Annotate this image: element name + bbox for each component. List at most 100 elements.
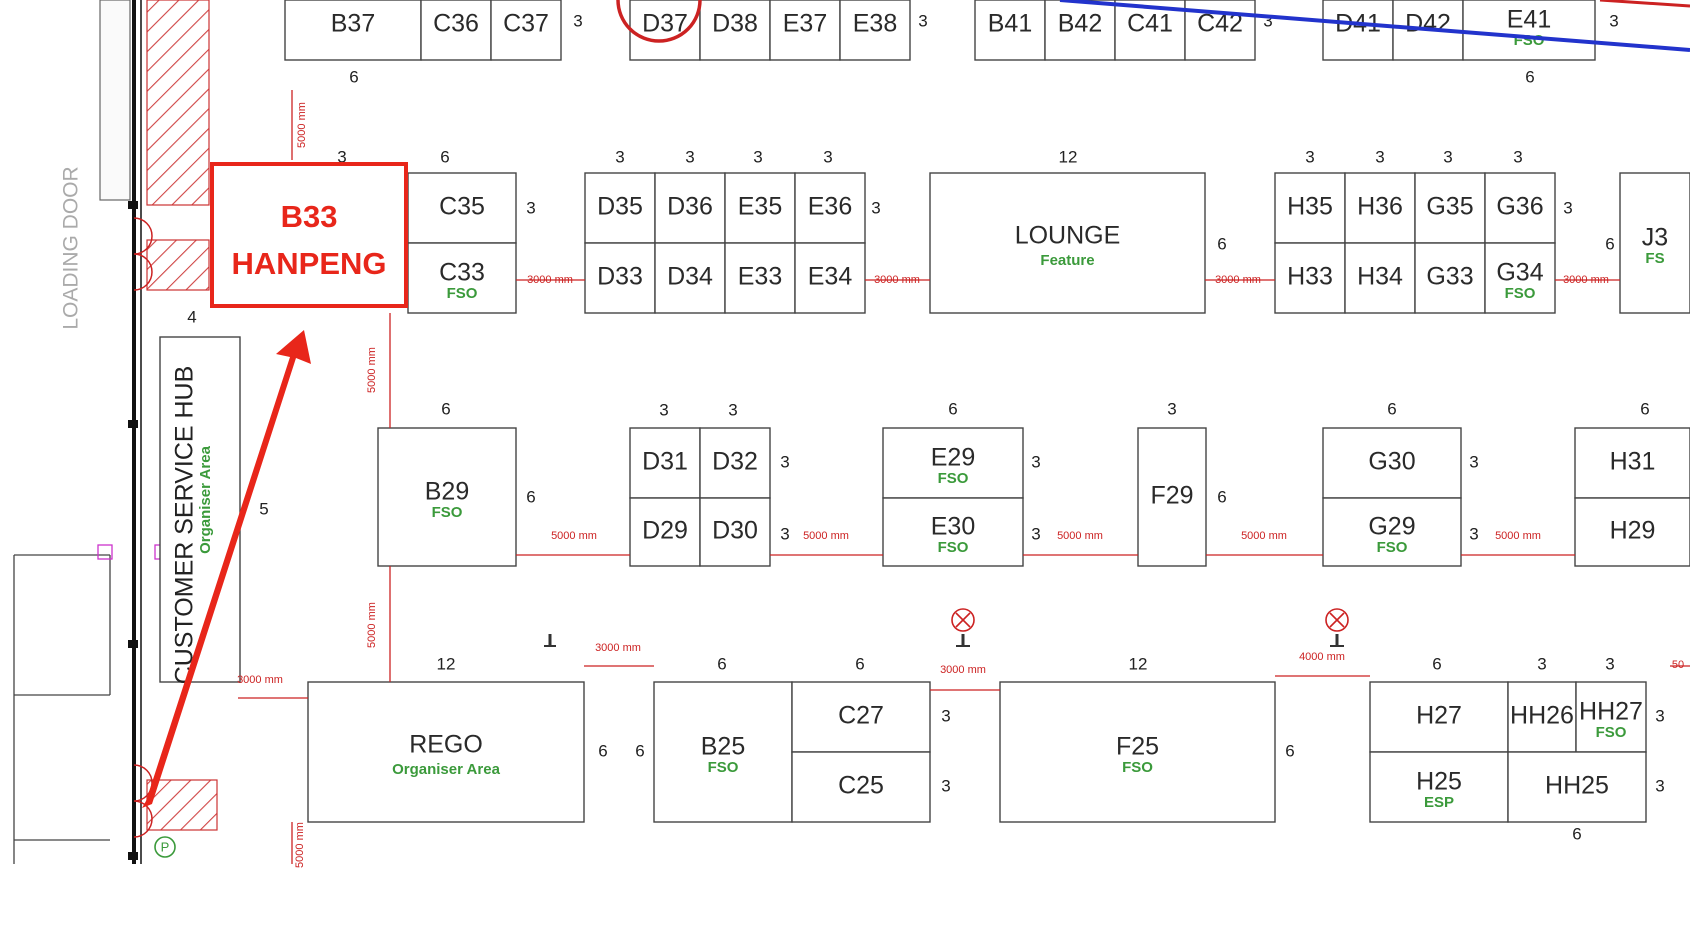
booth-d34: D34: [654, 242, 726, 314]
booth-label: D32: [712, 448, 758, 476]
dimension-label: 6: [948, 399, 957, 418]
dimension-label: 3: [1167, 399, 1176, 418]
booth-c36: C36: [420, 0, 492, 61]
booth-rect: [654, 242, 726, 314]
booth-b42: B42: [1044, 0, 1116, 61]
dimension-label: 4: [187, 307, 196, 326]
pointer-arrow: [142, 330, 311, 808]
booth-g36: G36: [1484, 172, 1556, 244]
booth-rect: [629, 497, 701, 567]
booth-sublabel: FSO: [938, 539, 969, 556]
dimension-label: 3: [659, 400, 668, 419]
booth-label: H34: [1357, 263, 1403, 291]
dimension-label: 3: [1655, 776, 1664, 795]
gap-label: 5000 mm: [1241, 530, 1287, 542]
dimension-label: 6: [598, 741, 607, 760]
booth-d32: D32: [699, 427, 771, 499]
gap-label: 5000 mm: [366, 347, 378, 393]
customer-service-label: CUSTOMER SERVICE HUB: [171, 366, 199, 685]
booth-g35: G35: [1414, 172, 1486, 244]
dimension-label: 3: [941, 706, 950, 725]
booth-label: E35: [738, 193, 782, 221]
booth-d31: D31: [629, 427, 701, 499]
highlight-line1: B33: [281, 199, 338, 234]
booth-sublabel: Organiser Area: [392, 761, 500, 778]
booth-label: E38: [853, 10, 897, 38]
booth-rect: [490, 0, 562, 61]
dimension-label: 6: [1525, 67, 1534, 86]
booth-h29: H29: [1574, 497, 1690, 567]
dimension-label: 6: [1387, 399, 1396, 418]
booth-b41: B41: [974, 0, 1046, 61]
booth-label: G34: [1496, 259, 1543, 287]
booth-rect: [882, 497, 1024, 567]
booth-label: C35: [439, 193, 485, 221]
dimension-label: 3: [1031, 524, 1040, 543]
booth-rect: [653, 681, 793, 823]
booth-label: G33: [1426, 263, 1473, 291]
booth-label: F25: [1116, 733, 1159, 761]
booth-label: E33: [738, 263, 782, 291]
booth-label: B37: [331, 10, 375, 38]
dimension-label: 3: [615, 147, 624, 166]
restricted-icon: [1325, 608, 1349, 647]
booth-d38: D38: [699, 0, 771, 61]
booth-rect: [999, 681, 1276, 823]
booth-hh25: HH25: [1507, 751, 1647, 823]
highlight-line2: HANPENG: [231, 246, 386, 281]
dimension-label: 3: [823, 147, 832, 166]
booth-label: B25: [701, 733, 745, 761]
dimension-label: 6: [1605, 234, 1614, 253]
booth-rect: [1344, 172, 1416, 244]
booth-label: E41: [1507, 6, 1551, 34]
gap-label: 5000 mm: [803, 530, 849, 542]
dimension-label: 6: [526, 487, 535, 506]
dimension-label: 3: [337, 147, 346, 166]
booth-rect: [407, 242, 517, 314]
gap-label: 3000 mm: [1563, 274, 1609, 286]
gap-label: 5000 mm: [551, 530, 597, 542]
booth-rect: [284, 0, 422, 61]
booth-label: F29: [1150, 482, 1193, 510]
booth-sublabel: FSO: [1505, 285, 1536, 302]
booth-label: G35: [1426, 193, 1473, 221]
booth-label: B41: [988, 10, 1032, 38]
booth-rect: [1574, 497, 1690, 567]
booth-label: D38: [712, 10, 758, 38]
booth-f29: F29: [1137, 427, 1207, 567]
booth-label: LOUNGE: [1015, 222, 1121, 250]
booth-g30: G30: [1322, 427, 1462, 499]
booth-e35: E35: [724, 172, 796, 244]
booth-sublabel: FSO: [447, 285, 478, 302]
loading-door-label: LOADING DOOR: [60, 166, 83, 329]
booth-h27: H27: [1369, 681, 1509, 753]
booth-rect: [1507, 681, 1577, 753]
booth-c35: C35: [407, 172, 517, 244]
gap-label: 3000 mm: [527, 274, 573, 286]
booth-rect: [420, 0, 492, 61]
booth-rect: [1322, 427, 1462, 499]
booth-d35: D35: [584, 172, 656, 244]
booth-label: H35: [1287, 193, 1333, 221]
booth-rect: [839, 0, 911, 61]
dimension-label: 3: [780, 452, 789, 471]
gap-label: 5000 mm: [366, 602, 378, 648]
booth-rect: [1137, 427, 1207, 567]
parking-symbol: P: [161, 839, 170, 854]
dimension-label: 6: [1217, 487, 1226, 506]
dimension-label: 6: [441, 399, 450, 418]
booth-g33: G33: [1414, 242, 1486, 314]
booth-rect: [1484, 242, 1556, 314]
booth-label: C37: [503, 10, 549, 38]
booth-b37: B37: [284, 0, 422, 61]
booth-label: J3: [1642, 224, 1668, 252]
dimension-label: 6: [349, 67, 358, 86]
booth-label: D36: [667, 193, 713, 221]
gap-label: 50: [1672, 659, 1684, 671]
